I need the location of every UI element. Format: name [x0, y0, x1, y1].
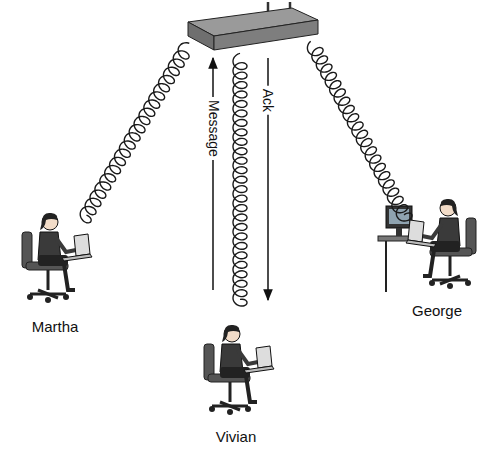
person-vivian — [204, 325, 274, 415]
person-george — [378, 199, 476, 292]
name-text: Martha — [32, 318, 79, 336]
radio-coil — [233, 53, 247, 306]
radio-coil — [80, 43, 189, 223]
message-arrow — [213, 58, 214, 290]
person-name: Vivian — [216, 428, 257, 446]
name-text: George — [412, 302, 462, 320]
person-name: George — [412, 302, 462, 320]
person-martha — [22, 213, 92, 303]
access-point — [188, 2, 318, 50]
name-text: Vivian — [216, 428, 257, 446]
arrow-label: Message — [205, 97, 222, 160]
radio-coil — [307, 41, 412, 221]
arrow-label: Ack — [260, 85, 277, 114]
person-name: Martha — [32, 318, 79, 336]
